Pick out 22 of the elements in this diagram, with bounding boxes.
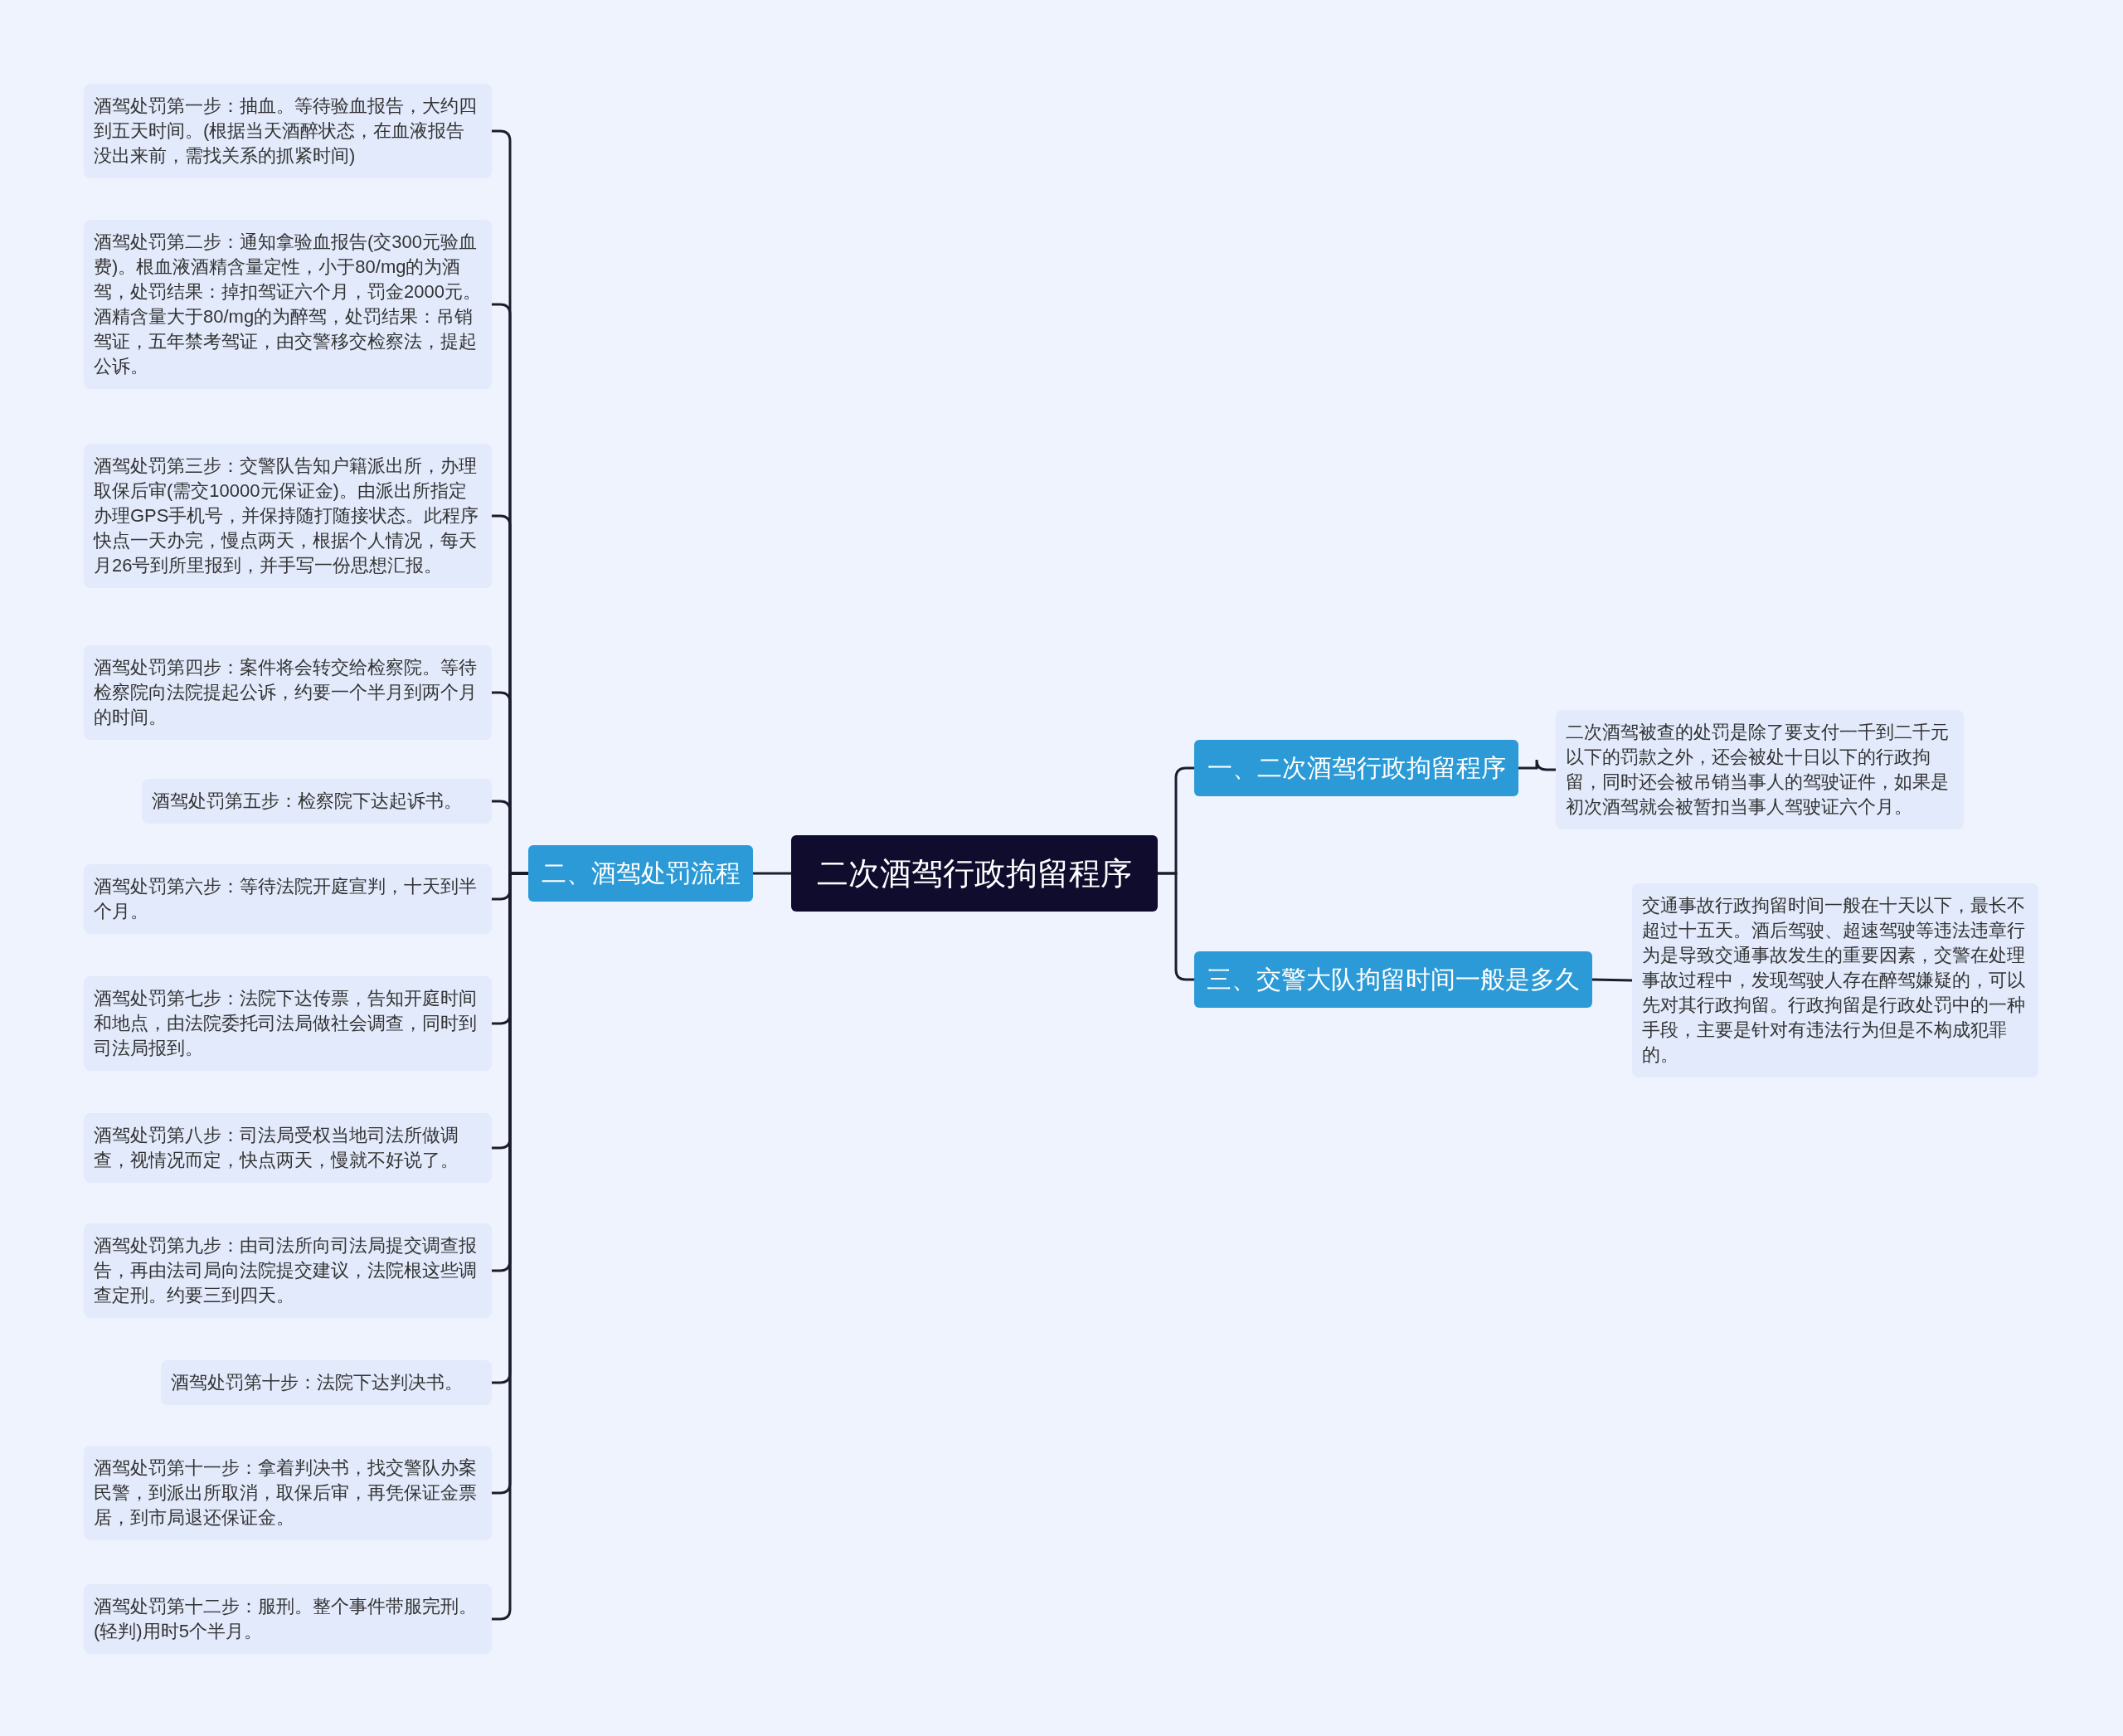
note-card: 酒驾处罚第三步：交警队告知户籍派出所，办理取保后审(需交10000元保证金)。由派出所指定办理GPS手机号，并保持随打随接状态。此程序快点一天办完，慢点两天，根据个人情况，每天月26号到所里报到，并手写一份思想汇报。 [84,444,492,588]
note-card: 酒驾处罚第六步：等待法院开庭宣判，十天到半个月。 [84,864,492,934]
note-card: 酒驾处罚第十一步：拿着判决书，找交警队办案民警，到派出所取消，取保后审，再凭保证金票居，到市局退还保证金。 [84,1446,492,1540]
note-card: 酒驾处罚第七步：法院下达传票，告知开庭时间和地点，由法院委托司法局做社会调查，同时到司法局报到。 [84,976,492,1071]
note-card: 酒驾处罚第九步：由司法所向司法局提交调查报告，再由法司局向法院提交建议，法院根这些调查定刑。约要三到四天。 [84,1223,492,1318]
branch-topic: 一、二次酒驾行政拘留程序 [1194,740,1518,796]
note-card: 酒驾处罚第二步：通知拿验血报告(交300元验血费)。根血液酒精含量定性，小于80/mg的为酒驾，处罚结果：掉扣驾证六个月，罚金2000元。酒精含量大于80/mg的为醉驾，处罚结果：吊销驾证，五年禁考驾证，由交警移交检察法，提起公诉。 [84,220,492,389]
note-card: 酒驾处罚第八步：司法局受权当地司法所做调查，视情况而定，快点两天，慢就不好说了。 [84,1113,492,1183]
note-card: 交通事故行政拘留时间一般在十天以下，最长不超过十五天。酒后驾驶、超速驾驶等违法违章行为是导致交通事故发生的重要因素，交警在处理事故过程中，发现驾驶人存在醉驾嫌疑的，可以先对其行政拘留。行政拘留是行政处罚中的一种手段，主要是针对有违法行为但是不构成犯罪的。 [1632,883,2038,1077]
note-card: 酒驾处罚第十步：法院下达判决书。 [161,1360,492,1405]
note-card: 二次酒驾被查的处罚是除了要支付一千到二千元以下的罚款之外，还会被处十日以下的行政拘留，同时还会被吊销当事人的驾驶证件，如果是初次酒驾就会被暂扣当事人驾驶证六个月。 [1556,710,1964,829]
connector-line [1158,872,1194,981]
branch-topic: 二、酒驾处罚流程 [528,845,753,902]
note-card: 酒驾处罚第一步：抽血。等待验血报告，大约四到五天时间。(根据当天酒醉状态，在血液报告没出来前，需找关系的抓紧时间) [84,84,492,178]
branch-topic: 三、交警大队拘留时间一般是多久 [1194,951,1592,1008]
note-card: 酒驾处罚第五步：检察院下达起诉书。 [142,779,492,824]
note-card: 酒驾处罚第十二步：服刑。整个事件带服完刑。(轻判)用时5个半月。 [84,1584,492,1654]
note-card: 酒驾处罚第四步：案件将会转交给检察院。等待检察院向法院提起公诉，约要一个半月到两个月的时间。 [84,645,492,740]
connector-line [753,872,791,875]
connector-line [1518,758,1556,771]
connector-line [1591,978,1633,982]
central-topic: 二次酒驾行政拘留程序 [791,835,1158,912]
